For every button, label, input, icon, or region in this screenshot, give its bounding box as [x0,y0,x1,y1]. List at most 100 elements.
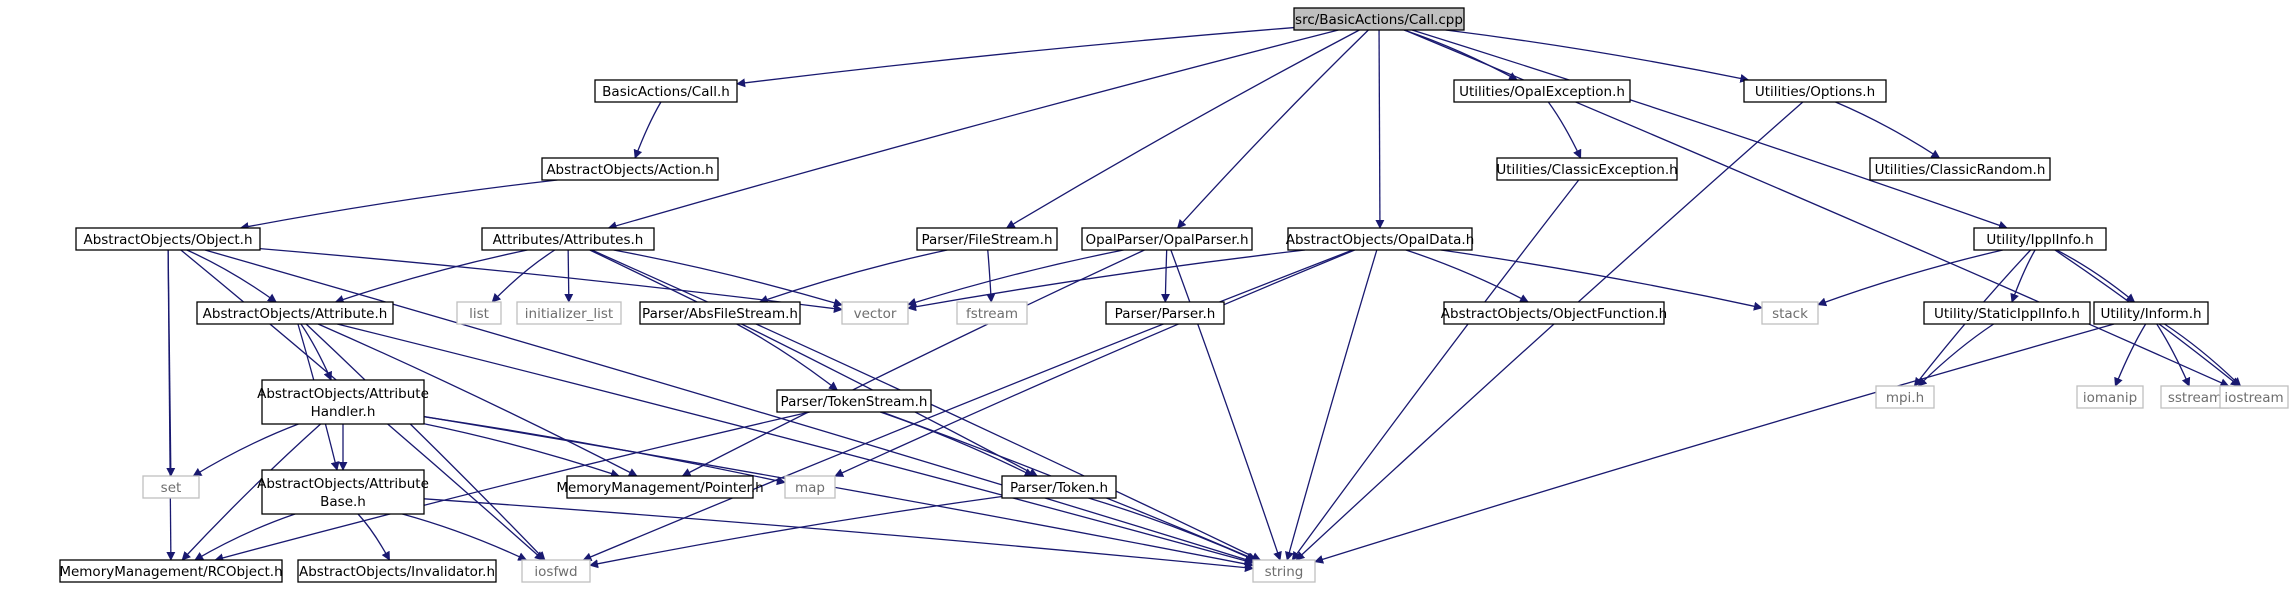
node-attributes_h[interactable]: Attributes/Attributes.h [481,227,655,251]
node-opalparser_h[interactable]: OpalParser/OpalParser.h [1081,227,1253,251]
edge-object_h-to-attribute_h [186,249,277,303]
node-classicexception_h[interactable]: Utilities/ClassicException.h [1496,157,1678,181]
node-label: set [161,480,182,496]
edge-opaldata_h-to-stack [1440,249,1763,311]
edge-action_h-to-object_h [239,179,558,231]
edge-object_h-to-rcobject_h [166,249,176,561]
node-label: Parser/Token.h [1010,480,1108,496]
edge-inform_h-to-sstream [2156,323,2191,387]
node-map: map [784,475,836,499]
node-label: Parser/Parser.h [1115,306,1216,322]
edge-options_h-to-string [1295,101,1804,561]
node-label: sstream [2168,390,2222,406]
node-box [142,475,200,499]
node-label: Parser/TokenStream.h [781,394,928,410]
node-label: MemoryManagement/Pointer.h [556,480,763,496]
node-box [1743,79,1887,103]
node-classicrandom_h[interactable]: Utilities/ClassicRandom.h [1869,157,2051,181]
node-label: map [795,480,825,496]
node-vector: vector [841,301,909,325]
edge-opalparser_h-to-string [1170,249,1282,561]
node-box [2076,385,2144,409]
edge-call_cpp-to-opalparser_h [1176,29,1369,229]
node-box [1923,301,2091,325]
edge-opalparser_h-to-parser_h [1160,249,1170,303]
node-token_h[interactable]: Parser/Token.h [1001,475,1117,499]
node-box [1453,79,1631,103]
node-layer: src/BasicActions/Call.cppBasicActions/Ca… [59,7,2289,583]
edge-inform_h-to-string [1314,323,2115,564]
node-box [59,559,283,583]
node-label: stack [1772,306,1808,322]
edge-opalparser_h-to-vector [907,249,1124,307]
node-ipplinfo_h[interactable]: Utility/IpplInfo.h [1973,227,2107,251]
edge-classicexception_h-to-string [1291,179,1580,561]
node-box [776,389,932,413]
node-set: set [142,475,200,499]
node-label: Utilities/ClassicException.h [1496,162,1677,178]
node-opaldata_h[interactable]: AbstractObjects/OpalData.h [1286,227,1475,251]
edge-attribute_h-to-string [337,323,1254,566]
node-call_cpp[interactable]: src/BasicActions/Call.cpp [1293,7,1465,31]
node-label: AbstractObjects/Attribute [257,386,429,402]
edge-token_h-to-string [1088,497,1256,561]
node-box [541,157,719,181]
edge-opaldata_h-to-iosfwd [582,249,1353,562]
edge-layer [166,26,2242,573]
node-label: AbstractObjects/OpalData.h [1286,232,1475,248]
node-box [1105,301,1225,325]
node-staticipplinfo_h[interactable]: Utility/StaticIpplInfo.h [1923,301,2091,325]
edge-ipplinfo_h-to-stack [1817,249,2003,307]
edge-attrhandler_h-to-set [192,423,299,477]
node-absfilestream_h[interactable]: Parser/AbsFileStream.h [639,301,801,325]
edge-token_h-to-iosfwd [589,495,1003,569]
node-iosfwd: iosfwd [521,559,591,583]
edge-filestream_h-to-fstream [986,249,996,303]
node-iostream: iostream [2219,385,2289,409]
node-box [456,301,502,325]
edge-attrhandler_h-to-string [423,415,1254,569]
node-sstream: sstream [2160,385,2230,409]
edge-call_h-to-action_h [633,101,662,159]
node-objectfunction_h[interactable]: AbstractObjects/ObjectFunction.h [1441,301,1667,325]
node-label: fstream [966,306,1018,322]
node-initializer_list: initializer_list [516,301,622,325]
node-tokenstream_h[interactable]: Parser/TokenStream.h [776,389,932,413]
node-box [1081,227,1253,251]
node-opalexception_h[interactable]: Utilities/OpalException.h [1453,79,1631,103]
edge-attrbase_h-to-invalidator_h [357,513,391,561]
node-filestream_h[interactable]: Parser/FileStream.h [916,227,1058,251]
node-rcobject_h[interactable]: MemoryManagement/RCObject.h [59,559,283,583]
edge-attributes_h-to-initializer_list [564,249,574,303]
node-box [1287,227,1473,251]
node-invalidator_h[interactable]: AbstractObjects/Invalidator.h [297,559,497,583]
node-options_h[interactable]: Utilities/Options.h [1743,79,1887,103]
node-list: list [456,301,502,325]
node-label: BasicActions/Call.h [602,84,730,100]
node-box [1875,385,1935,409]
node-action_h[interactable]: AbstractObjects/Action.h [541,157,719,181]
node-box [521,559,591,583]
node-attribute_h[interactable]: AbstractObjects/Attribute.h [196,301,394,325]
node-box [261,379,425,425]
node-label: Utilities/Options.h [1755,84,1875,100]
node-object_h[interactable]: AbstractObjects/Object.h [75,227,261,251]
node-label: AbstractObjects/Attribute.h [203,306,388,322]
node-box [481,227,655,251]
node-inform_h[interactable]: Utility/Inform.h [2093,301,2209,325]
edge-attributes_h-to-vector [613,249,843,308]
node-fstream: fstream [956,301,1028,325]
node-box [516,301,622,325]
node-call_h[interactable]: BasicActions/Call.h [594,79,738,103]
node-label: iosfwd [534,564,577,580]
edge-opaldata_h-to-objectfunction_h [1405,249,1529,303]
node-label: AbstractObjects/Invalidator.h [299,564,495,580]
node-pointer_h[interactable]: MemoryManagement/Pointer.h [556,475,764,499]
node-parser_h[interactable]: Parser/Parser.h [1105,301,1225,325]
node-box [297,559,497,583]
node-box [261,469,425,515]
edge-opaldata_h-to-string [1285,249,1378,561]
